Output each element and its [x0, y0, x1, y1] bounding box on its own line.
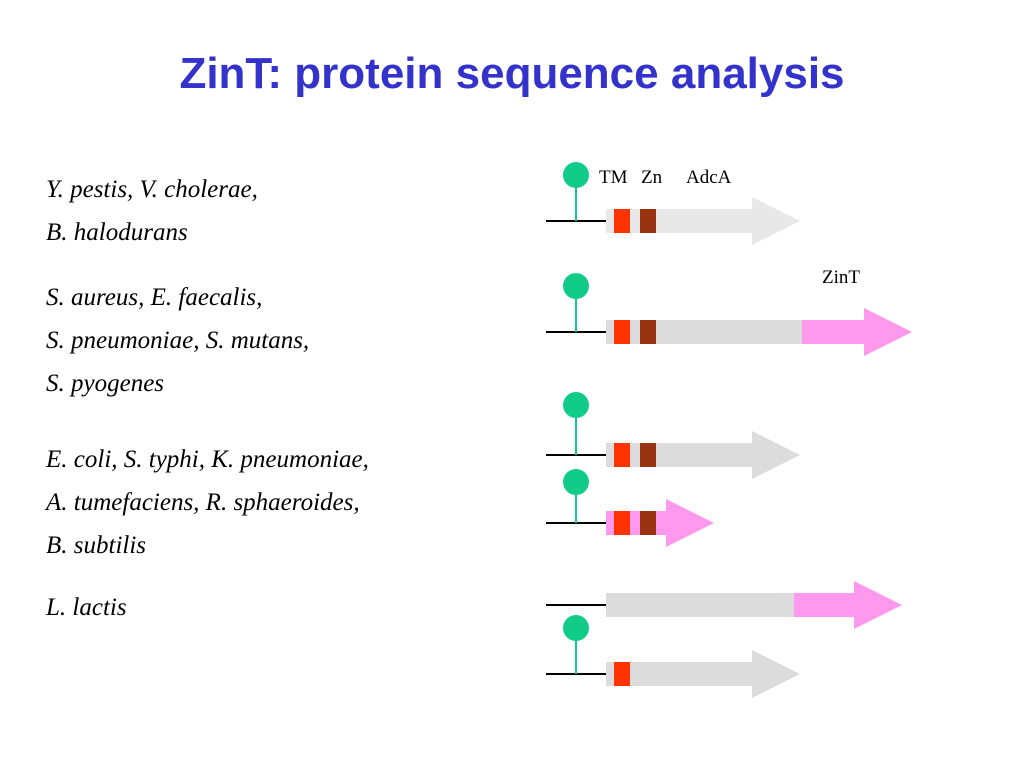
arrow-head	[752, 431, 800, 479]
adca-domain	[606, 593, 794, 617]
adca-domain	[606, 209, 752, 233]
tm-segment	[614, 209, 630, 233]
arrow-head	[864, 308, 912, 356]
zint-label: ZinT	[822, 267, 860, 288]
slide-title: ZinT: protein sequence analysis	[179, 49, 845, 98]
tm-segment	[614, 443, 630, 467]
zn-segment	[640, 511, 656, 535]
organism-line: S. pyogenes	[46, 370, 165, 397]
zn-segment	[640, 209, 656, 233]
lipid-anchor-icon	[563, 615, 589, 641]
zint-domain	[794, 593, 854, 617]
organism-group-2: S. aureus, E. faecalis, S. pneumoniae, S…	[46, 276, 309, 405]
organism-line: L. lactis	[46, 594, 127, 621]
tm-segment	[614, 320, 630, 344]
organism-group-4: L. lactis	[46, 586, 127, 629]
lipid-anchor-icon	[563, 392, 589, 418]
lipid-anchor-icon	[563, 162, 589, 188]
zint-domain	[802, 320, 864, 344]
arrow-head	[752, 197, 800, 245]
organism-line: Y. pestis, V. cholerae,	[46, 176, 258, 203]
organism-line: A. tumefaciens, R. sphaeroides,	[46, 489, 360, 516]
zn-segment	[640, 320, 656, 344]
organism-line: E. coli, S. typhi, K. pneumoniae,	[46, 446, 369, 473]
organism-line: S. pneumoniae, S. mutans,	[46, 327, 310, 354]
zn-segment	[640, 443, 656, 467]
arrow-head	[666, 499, 714, 547]
adca-domain	[606, 662, 752, 686]
tm-label: TM	[599, 167, 628, 188]
adca-domain	[606, 443, 752, 467]
organism-line: B. subtilis	[46, 532, 147, 559]
zn-label: Zn	[641, 167, 663, 188]
organism-group-1: Y. pestis, V. cholerae, B. halodurans	[46, 168, 258, 254]
tm-segment	[614, 511, 630, 535]
organism-line: B. halodurans	[46, 219, 188, 246]
construct-group	[546, 162, 912, 698]
adca-domain	[606, 320, 802, 344]
lipid-anchor-icon	[563, 469, 589, 495]
adca-label: AdcA	[686, 167, 732, 188]
lipid-anchor-icon	[563, 273, 589, 299]
arrow-head	[752, 650, 800, 698]
organism-line: S. aureus, E. faecalis,	[46, 284, 263, 311]
organism-group-3: E. coli, S. typhi, K. pneumoniae, A. tum…	[46, 438, 369, 567]
tm-segment	[614, 662, 630, 686]
arrow-head	[854, 581, 902, 629]
